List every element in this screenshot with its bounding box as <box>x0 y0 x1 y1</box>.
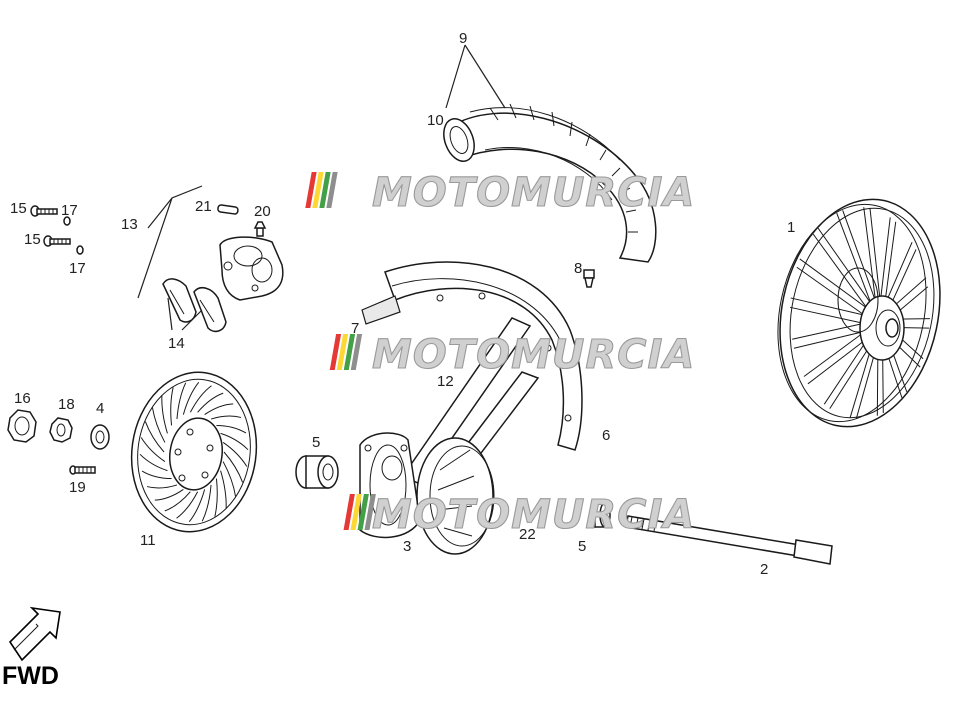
disc-vane <box>164 491 191 512</box>
label-14: 14 <box>168 335 185 352</box>
label-5-right: 5 <box>578 538 586 555</box>
disc-vane <box>201 484 212 522</box>
wheel-spoke <box>869 208 882 310</box>
watermark-middle: MOTOMURCIA <box>329 331 695 379</box>
wheel-spoke <box>842 210 879 309</box>
wheel-spoke <box>793 329 872 349</box>
label-10: 10 <box>427 112 444 129</box>
wheel-spoke <box>863 207 877 309</box>
disc-vane <box>176 382 187 420</box>
label-19: 19 <box>69 479 86 496</box>
label-17-bottom: 17 <box>69 260 86 277</box>
disc-vane <box>210 415 242 420</box>
wheel-spoke <box>803 326 871 377</box>
bearing-small-part <box>589 502 611 528</box>
washer-4-part <box>90 424 110 450</box>
label-15-top: 15 <box>10 200 27 217</box>
disc-vane <box>204 403 234 416</box>
wheel-spoke <box>812 233 872 315</box>
axle-part <box>625 515 833 565</box>
label-9: 9 <box>459 30 467 47</box>
disc-vane <box>197 392 224 413</box>
wheel-spoke <box>836 212 875 311</box>
disc-vane <box>144 421 165 453</box>
disc-vane <box>223 451 244 483</box>
disc-vane <box>214 478 218 517</box>
forward-arrow-icon <box>8 606 61 662</box>
bolt-8-part <box>583 269 595 288</box>
washer-17-top-part <box>63 216 71 226</box>
brake-caliper-part <box>219 236 284 301</box>
disc-vane <box>161 395 168 434</box>
disc-vane <box>222 461 237 497</box>
label-1: 1 <box>787 219 795 236</box>
wheel-spoke <box>799 258 873 313</box>
label-7: 7 <box>351 320 359 337</box>
disc-vane <box>182 381 200 415</box>
fwd-label: FWD <box>2 662 59 690</box>
svg-text:MOTOMURCIA: MOTOMURCIA <box>372 170 695 216</box>
disc-vane <box>170 387 174 426</box>
mudguard-part <box>361 261 583 451</box>
wheel-spoke <box>790 297 871 318</box>
pin-21-part <box>217 204 239 215</box>
wheel-spoke <box>879 217 891 309</box>
wheel-spoke <box>792 321 871 340</box>
label-3: 3 <box>403 538 411 555</box>
svg-text:MOTOMURCIA: MOTOMURCIA <box>372 492 695 538</box>
disc-vane <box>220 470 227 509</box>
svg-text:MOTOMURCIA: MOTOMURCIA <box>372 332 695 378</box>
brake-disc-part <box>130 371 258 533</box>
washer-17-bottom-part <box>76 245 84 255</box>
label-13: 13 <box>121 216 138 233</box>
disc-vane <box>222 442 248 467</box>
spoked-wheel-part <box>777 198 941 428</box>
label-5-left: 5 <box>312 434 320 451</box>
disc-vane <box>139 453 168 472</box>
bleed-screw-20-part <box>253 221 267 237</box>
disc-vane <box>216 424 247 434</box>
disc-vane <box>188 489 206 523</box>
watermark-bottom: MOTOMURCIA <box>343 491 695 539</box>
nut-18-part <box>49 417 73 443</box>
label-6: 6 <box>602 427 610 444</box>
wheel-spoke <box>789 306 871 326</box>
brake-drum-part <box>416 437 495 555</box>
label-18: 18 <box>58 396 75 413</box>
leader-lines <box>137 44 506 331</box>
bearing-part <box>295 455 339 489</box>
watermark-top: MOTOMURCIA <box>305 169 695 217</box>
disc-vane <box>151 407 166 443</box>
disc-vane <box>146 484 178 489</box>
brake-pads-part <box>162 278 227 333</box>
wheel-spoke <box>817 227 876 310</box>
disc-vane <box>220 432 249 451</box>
disc-vane <box>141 470 172 480</box>
tire-part <box>443 103 657 263</box>
label-11: 11 <box>140 532 156 549</box>
disc-vane <box>176 491 199 519</box>
label-15-bottom: 15 <box>24 231 41 248</box>
disc-vane <box>154 488 184 501</box>
disc-vane <box>140 437 166 462</box>
label-8: 8 <box>574 260 582 277</box>
bolt-15-bottom-part <box>43 235 71 247</box>
label-21: 21 <box>195 198 212 215</box>
bolt-15-top-part <box>30 205 58 217</box>
label-17-top: 17 <box>61 202 78 219</box>
nut-16-part <box>7 409 37 443</box>
label-22: 22 <box>519 526 536 543</box>
label-2: 2 <box>760 561 768 578</box>
label-16: 16 <box>14 390 31 407</box>
screw-19-part <box>69 465 96 475</box>
disc-vane <box>189 385 212 413</box>
wheel-spoke <box>796 266 871 320</box>
label-12: 12 <box>437 373 454 390</box>
label-20: 20 <box>254 203 271 220</box>
label-4: 4 <box>96 400 104 417</box>
